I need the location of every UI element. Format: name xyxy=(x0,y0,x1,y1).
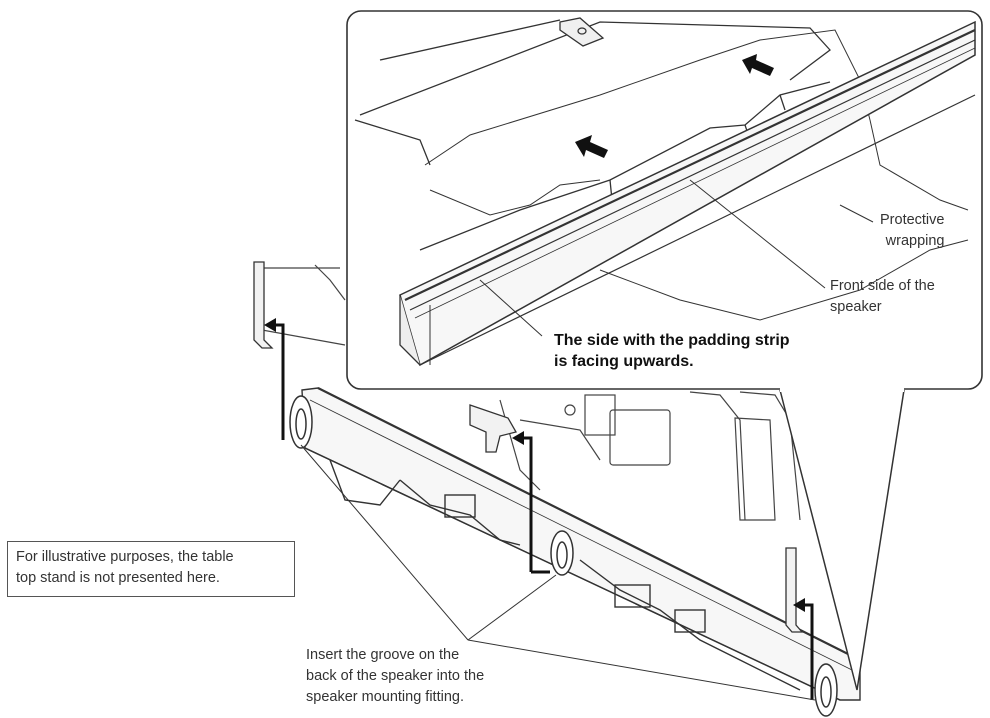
instruction-leader-lines xyxy=(300,444,816,701)
insertion-instruction: Insert the groove on the back of the spe… xyxy=(306,647,485,705)
mounting-fittings xyxy=(253,261,804,633)
fitting-right xyxy=(785,547,804,633)
fitting-center xyxy=(469,404,517,453)
speaker-grooves xyxy=(289,395,838,717)
protective-wrapping-label: Protective wrapping xyxy=(880,212,945,249)
arrow-heads xyxy=(264,318,805,612)
illustration-note: For illustrative purposes, the table top… xyxy=(7,541,295,597)
front-side-label: Front side of the speaker xyxy=(830,278,935,315)
inset-scene xyxy=(354,17,976,367)
inset-direction-arrows xyxy=(575,54,774,158)
fitting-left xyxy=(253,261,274,349)
arrow-upleft-1 xyxy=(575,135,608,158)
inset-leader-lines xyxy=(479,179,874,337)
padding-strip-label: The side with the padding strip is facin… xyxy=(554,332,790,370)
arrow-upleft-2 xyxy=(742,54,774,76)
arrow-left xyxy=(271,323,285,440)
speaker-bar xyxy=(301,387,861,701)
